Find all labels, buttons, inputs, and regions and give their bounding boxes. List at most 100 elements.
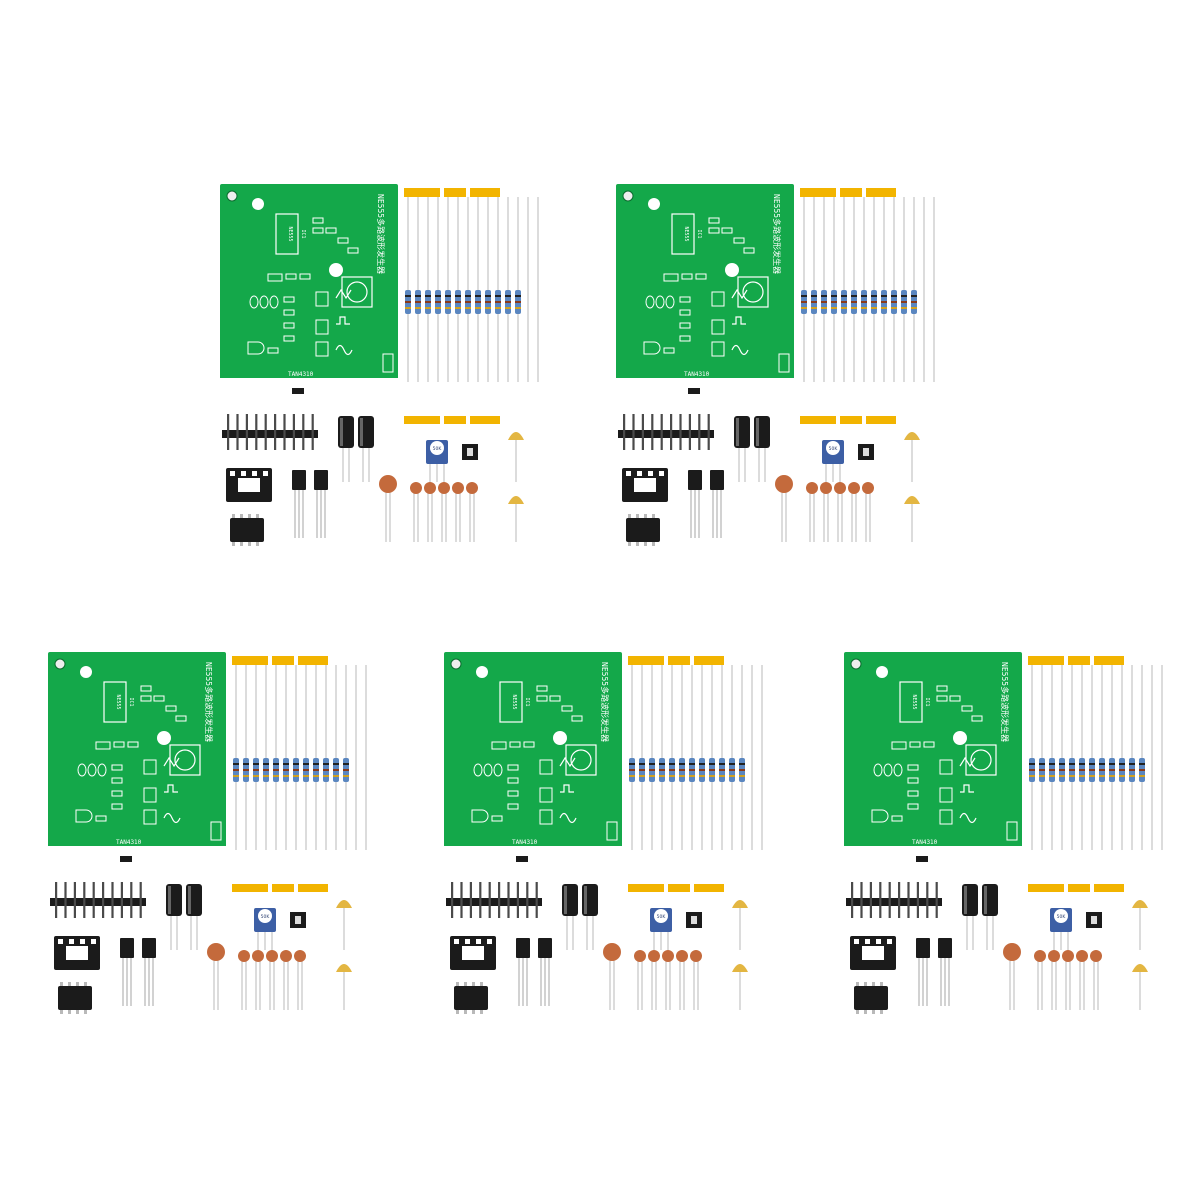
- jumper-cap: [858, 444, 874, 460]
- transistors: [292, 470, 328, 538]
- resistor-band: [1099, 769, 1105, 771]
- resistor-band: [1089, 775, 1095, 777]
- resistor-band: [1099, 775, 1105, 777]
- resistor-band: [831, 301, 837, 303]
- resistor-band: [333, 763, 339, 765]
- ceramic-capacitor: [634, 950, 646, 962]
- resistor-band: [515, 301, 521, 303]
- resistor-band: [1119, 775, 1125, 777]
- tape-top-3: [694, 656, 724, 665]
- resistor-band: [455, 295, 461, 297]
- resistor-band: [243, 769, 249, 771]
- resistor-band: [243, 775, 249, 777]
- resistor-band: [871, 301, 877, 303]
- resistor-band: [313, 769, 319, 771]
- header-pin: [302, 414, 305, 450]
- resistor-band: [1119, 769, 1125, 771]
- ic-footprint: NE555 IC1: [103, 681, 134, 723]
- resistor-band: [901, 307, 907, 309]
- ic-footprint: NE555 IC1: [671, 213, 702, 255]
- resistor-band: [861, 307, 867, 309]
- lower-tape: [232, 884, 328, 892]
- resistor-band: [1079, 775, 1085, 777]
- resistor-band: [1059, 769, 1065, 771]
- resistor-band: [629, 763, 635, 765]
- resistor-band: [811, 301, 817, 303]
- resistor-band: [699, 769, 705, 771]
- electrolytic-capacitors: [562, 884, 598, 950]
- tape-top-1: [404, 188, 440, 197]
- resistor-band: [699, 775, 705, 777]
- ic-footprint: NE555 IC1: [899, 681, 930, 723]
- resistor-band: [475, 301, 481, 303]
- resistor-band: [881, 295, 887, 297]
- ic-ref: IC1: [924, 697, 930, 706]
- trim-potentiometer: 50K: [254, 908, 276, 950]
- resistor-band: [505, 301, 511, 303]
- tape-top-2: [444, 188, 466, 197]
- resistor-band: [515, 307, 521, 309]
- resistor-band: [323, 775, 329, 777]
- tape-top-3: [298, 656, 328, 665]
- header-pin: [707, 414, 710, 450]
- diode: [120, 856, 132, 862]
- header-pin: [898, 882, 901, 918]
- resistor-band: [415, 295, 421, 297]
- resistor-band: [1129, 775, 1135, 777]
- resistor-band: [485, 307, 491, 309]
- transistors: [916, 938, 952, 1006]
- ne555-chip: [230, 514, 264, 546]
- ic-socket: [54, 936, 100, 970]
- ne555-chip: [626, 514, 660, 546]
- resistor-band: [689, 763, 695, 765]
- ic-ref: IC1: [524, 697, 530, 706]
- resistor-band: [233, 769, 239, 771]
- kit-photo: NE555 IC1 NE555多路波形发生器: [48, 652, 367, 1014]
- resistor-band: [709, 769, 715, 771]
- bottom-label: TAN4310: [684, 371, 710, 378]
- ceramic-capacitor: [410, 482, 422, 494]
- resistor-band: [699, 763, 705, 765]
- resistor-band: [1029, 763, 1035, 765]
- pcb-board: NE555 IC1 NE555多路波形发生器: [844, 652, 1022, 852]
- resistor-band: [425, 301, 431, 303]
- transistors: [688, 470, 724, 538]
- header-pin: [935, 882, 938, 918]
- header-pin: [92, 882, 95, 918]
- pcb-board: NE555 IC1 NE555多路波形发生器: [220, 184, 398, 384]
- pin-header: [222, 414, 318, 450]
- header-pin: [451, 882, 454, 918]
- ceramic-capacitor: [452, 482, 464, 494]
- diode: [688, 388, 700, 394]
- resistor-band: [911, 295, 917, 297]
- resistor-band: [629, 775, 635, 777]
- resistor-band: [425, 307, 431, 309]
- resistor-band: [415, 301, 421, 303]
- bottom-label: TAN4310: [116, 839, 142, 846]
- electrolytic-capacitors: [338, 416, 374, 482]
- header-pin: [688, 414, 691, 450]
- resistor-band: [445, 307, 451, 309]
- resistor-band: [669, 763, 675, 765]
- ic-label: NE555: [911, 694, 917, 709]
- resistor-band: [811, 295, 817, 297]
- ceramic-capacitor: [207, 943, 225, 961]
- resistor-band: [1039, 763, 1045, 765]
- resistor-band: [801, 295, 807, 297]
- ic-footprint: NE555 IC1: [275, 213, 306, 255]
- resistor-band: [1079, 763, 1085, 765]
- kit-3: NE555 IC1 NE555多路波形发生器: [46, 650, 386, 1020]
- resistor-band: [445, 295, 451, 297]
- resistor-band: [283, 769, 289, 771]
- tape-top-1: [800, 188, 836, 197]
- resistor-band: [861, 295, 867, 297]
- header-pin: [120, 882, 123, 918]
- ceramic-capacitor: [775, 475, 793, 493]
- board-title: NE555多路波形发生器: [1000, 662, 1010, 742]
- resistor-band: [1109, 763, 1115, 765]
- resistor-band: [821, 301, 827, 303]
- header-pin: [488, 882, 491, 918]
- ceramic-capacitor: [1003, 943, 1021, 961]
- electrolytic-capacitors: [166, 884, 202, 950]
- header-pin: [916, 882, 919, 918]
